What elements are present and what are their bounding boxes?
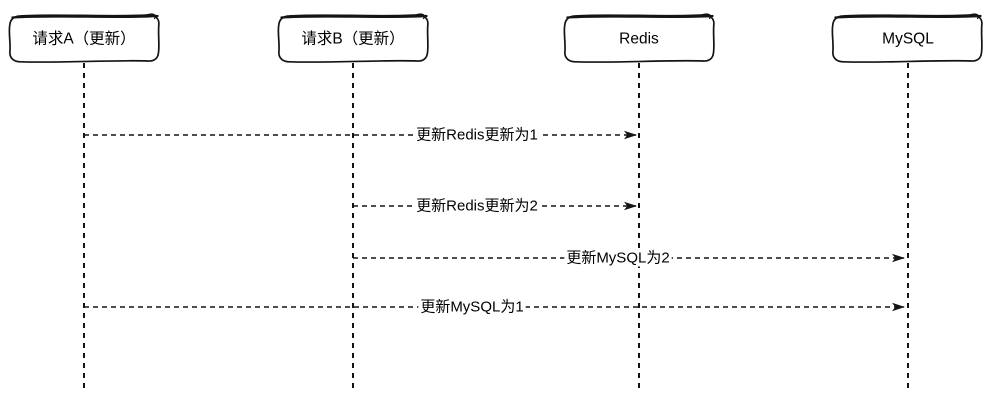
message-update-redis-2: 更新Redis更新为2 xyxy=(353,197,637,215)
message-update-redis-1: 更新Redis更新为1 xyxy=(84,126,637,144)
participant-requestA: 请求A（更新） xyxy=(8,12,161,64)
participant-redis: Redis xyxy=(563,12,716,64)
message-update-mysql-2: 更新MySQL为2 xyxy=(353,249,905,267)
participant-requestB: 请求B（更新） xyxy=(277,12,430,64)
participant-label: Redis xyxy=(619,31,659,48)
message-label: 更新MySQL为2 xyxy=(566,250,669,267)
message-label-bg xyxy=(564,249,672,267)
message-label: 更新Redis更新为2 xyxy=(416,198,538,215)
message-label: 更新MySQL为1 xyxy=(420,299,523,316)
message-label-bg xyxy=(414,126,540,144)
participant-mysql: MySQL xyxy=(831,12,984,64)
message-label-bg xyxy=(418,298,526,316)
message-label-bg xyxy=(414,197,540,215)
participant-label: MySQL xyxy=(882,31,934,48)
participant-label: 请求A（更新） xyxy=(32,30,135,48)
participant-label: 请求B（更新） xyxy=(301,30,404,48)
message-update-mysql-1: 更新MySQL为1 xyxy=(84,298,905,316)
message-label: 更新Redis更新为1 xyxy=(416,127,538,144)
